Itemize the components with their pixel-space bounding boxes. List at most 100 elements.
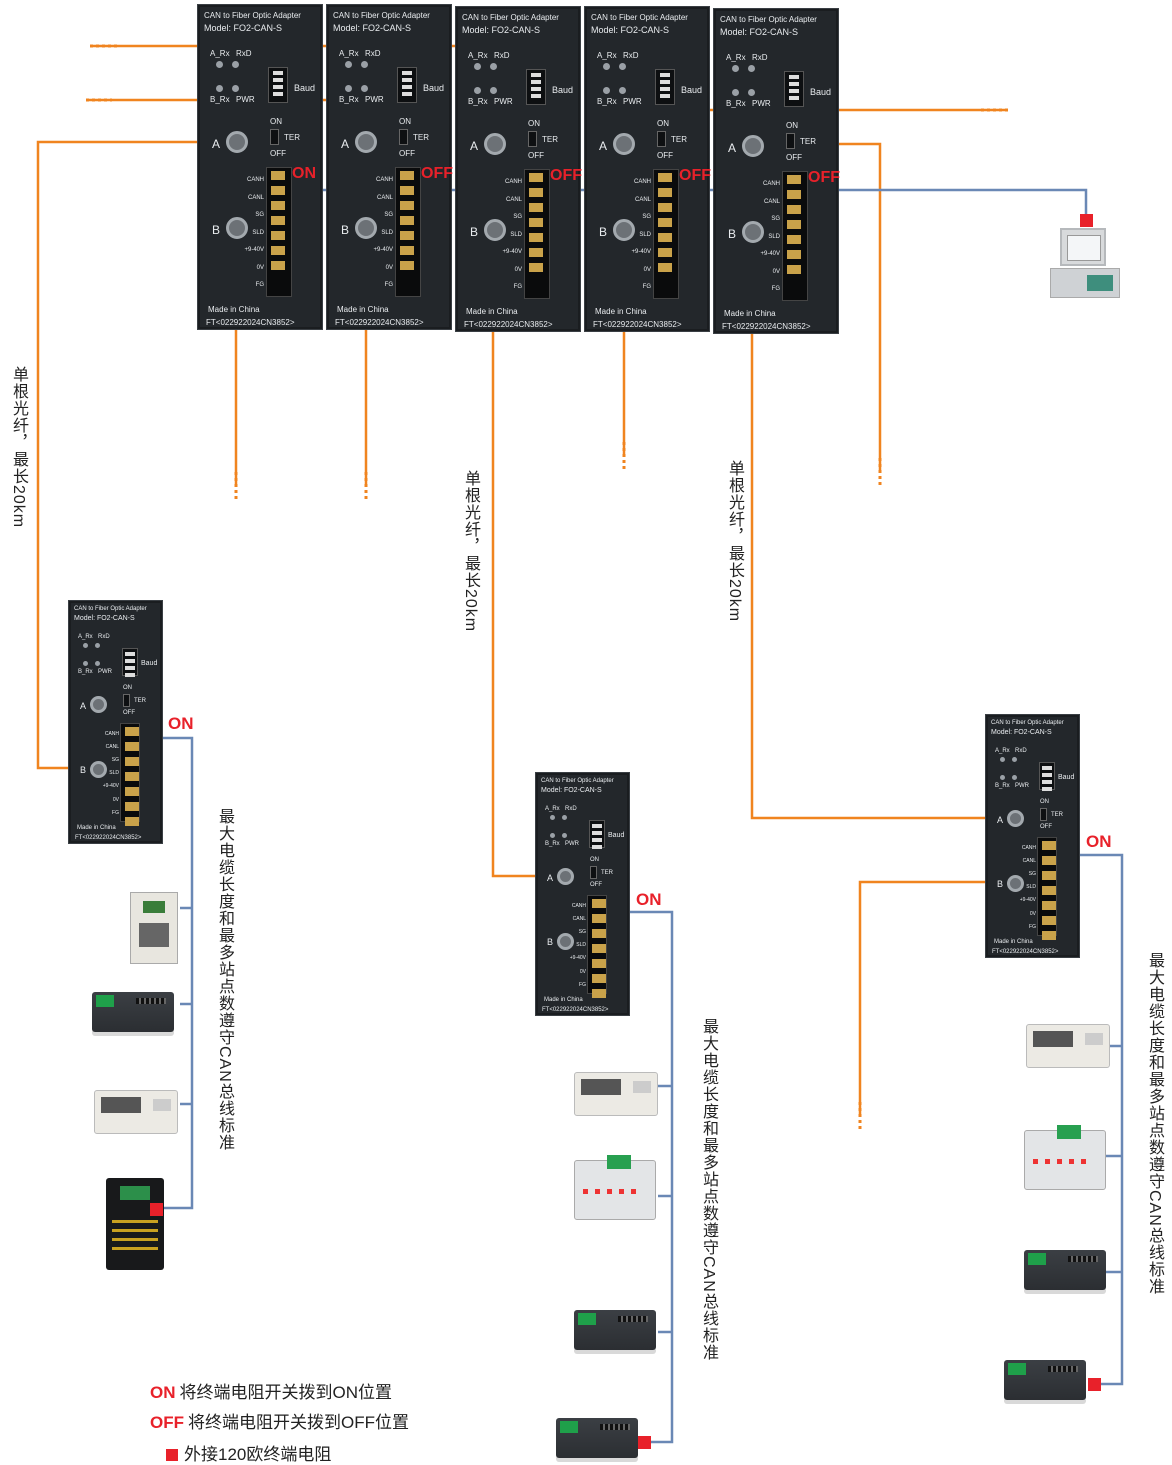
io-module-device <box>1026 1024 1110 1068</box>
led-pwr-icon <box>619 87 626 94</box>
can-bus-line <box>606 910 674 1444</box>
terminal-block-icon <box>1037 837 1057 940</box>
led-b-rx-label: B_Rx <box>995 783 1010 789</box>
terminator-state-label: OFF <box>550 167 582 184</box>
ter-off-label: OFF <box>1040 824 1052 830</box>
ter-on-label: ON <box>270 117 282 126</box>
pin-label: +9-40V <box>502 249 522 255</box>
fiber-port-b-icon <box>226 217 248 239</box>
fiber-line <box>858 880 1015 1114</box>
led-b-rx-icon <box>1000 775 1005 780</box>
led-b-rx-icon <box>732 89 739 96</box>
port-a-label: A <box>341 137 350 151</box>
pin-label: 0V <box>772 269 780 275</box>
led-pwr-icon <box>95 661 100 666</box>
led-rxd-label: RxD <box>565 806 577 812</box>
fiber-port-a-icon <box>742 135 764 157</box>
led-b-rx-label: B_Rx <box>545 841 560 847</box>
io-module-device <box>130 892 178 964</box>
can-bus-standard-label: 最大电缆长度和最多站点数遵守CAN总线标准 <box>216 808 233 1151</box>
port-b-label: B <box>728 227 737 241</box>
led-pwr-label: PWR <box>494 97 513 106</box>
ter-on-label: ON <box>399 117 411 126</box>
ter-off-label: OFF <box>590 882 602 888</box>
ter-on-label: ON <box>123 685 132 691</box>
baud-dip-switch-icon <box>784 71 804 107</box>
pin-label: 0V <box>1029 911 1036 917</box>
ter-off-label: OFF <box>786 153 802 162</box>
fiber-port-a-icon <box>613 133 635 155</box>
module-title: CAN to Fiber Optic Adapter <box>462 13 559 22</box>
ter-switch-icon <box>1040 808 1047 821</box>
pin-label: SLD <box>381 230 393 236</box>
serial-label: FT<022922024CN3852> <box>722 322 811 331</box>
pin-label: SLD <box>510 232 522 238</box>
module-model: Model: FO2-CAN-S <box>74 615 135 622</box>
led-a-rx-icon <box>345 61 352 68</box>
led-a-rx-icon <box>216 61 223 68</box>
led-rxd-icon <box>619 63 626 70</box>
legend-off-text: 将终端电阻开关拨到OFF位置 <box>188 1413 409 1432</box>
ter-on-label: ON <box>657 119 669 128</box>
can-bus-standard-label: 最大电缆长度和最多站点数遵守CAN总线标准 <box>1146 952 1163 1295</box>
led-rxd-icon <box>95 643 100 648</box>
led-b-rx-icon <box>603 87 610 94</box>
ter-off-label: OFF <box>657 151 673 160</box>
terminator-state-label: ON <box>292 165 316 182</box>
led-a-rx-label: A_Rx <box>597 51 617 60</box>
pin-label: CANL <box>1022 858 1036 864</box>
pin-label: FG <box>1029 924 1036 930</box>
ter-label: TER <box>800 137 816 146</box>
fiber-port-a-icon <box>1007 810 1024 827</box>
module-title: CAN to Fiber Optic Adapter <box>74 606 147 612</box>
terminator-state-label: OFF <box>808 169 840 186</box>
serial-label: FT<022922024CN3852> <box>335 318 424 327</box>
baud-dip-switch-icon <box>655 69 675 105</box>
terminating-resistor <box>638 1436 651 1449</box>
led-a-rx-icon <box>603 63 610 70</box>
terminal-block-icon <box>782 171 808 301</box>
port-a-label: A <box>212 137 221 151</box>
ter-on-label: ON <box>1040 799 1049 805</box>
led-b-rx-icon <box>216 85 223 92</box>
led-pwr-icon <box>562 833 567 838</box>
legend-on-key: ON <box>150 1383 176 1402</box>
led-pwr-icon <box>232 85 239 92</box>
led-rxd-label: RxD <box>98 634 110 640</box>
led-b-rx-label: B_Rx <box>597 97 617 106</box>
can-bus-standard-label: 最大电缆长度和最多站点数遵守CAN总线标准 <box>700 1018 717 1361</box>
pin-label: SG <box>384 212 393 218</box>
led-a-rx-icon <box>83 643 88 648</box>
pin-label: SG <box>642 214 651 220</box>
made-in-label: Made in China <box>724 309 776 318</box>
led-rxd-label: RxD <box>752 53 768 62</box>
pin-label: CANH <box>633 179 651 185</box>
servo-drive-device <box>1024 1250 1106 1290</box>
pin-label: SG <box>578 929 586 935</box>
pin-label: SLD <box>768 234 780 240</box>
module-title: CAN to Fiber Optic Adapter <box>991 720 1064 726</box>
baud-label: Baud <box>423 83 445 93</box>
pin-label: SLD <box>109 770 119 776</box>
led-b-rx-icon <box>83 661 88 666</box>
legend-off-key: OFF <box>150 1413 184 1432</box>
pin-label: CANL <box>247 195 264 201</box>
led-b-rx-label: B_Rx <box>78 669 93 675</box>
led-b-rx-icon <box>550 833 555 838</box>
ter-off-label: OFF <box>399 149 415 158</box>
pin-label: CANL <box>572 916 586 922</box>
pin-label: CANL <box>763 199 780 205</box>
servo-drive-device <box>92 992 174 1032</box>
servo-drive-device <box>1004 1360 1086 1400</box>
module-model: Model: FO2-CAN-S <box>204 23 283 33</box>
module-title: CAN to Fiber Optic Adapter <box>204 11 301 20</box>
module-title: CAN to Fiber Optic Adapter <box>720 15 817 24</box>
serial-label: FT<022922024CN3852> <box>593 320 682 329</box>
pin-label: FG <box>513 284 522 290</box>
ter-switch-icon <box>270 129 279 145</box>
can-bus-line <box>1063 853 1124 1386</box>
port-b-label: B <box>80 765 87 775</box>
